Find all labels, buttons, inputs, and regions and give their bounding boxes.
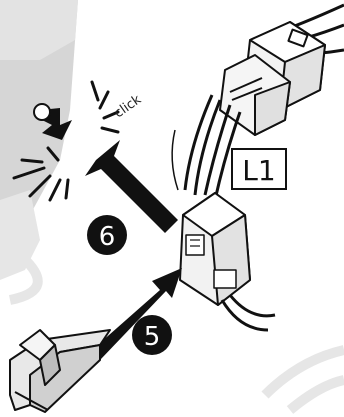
background-panel xyxy=(0,0,78,280)
step-5-number: 5 xyxy=(144,322,161,352)
step-6-badge: 6 xyxy=(87,215,127,255)
click-label: click xyxy=(112,92,145,121)
lower-connector xyxy=(180,193,275,330)
connector-label-box: L1 xyxy=(232,149,286,189)
step-6-number: 6 xyxy=(99,222,116,252)
step-5-badge: 5 xyxy=(132,315,172,355)
bracket-tool xyxy=(10,330,110,412)
connector-label: L1 xyxy=(242,154,275,187)
